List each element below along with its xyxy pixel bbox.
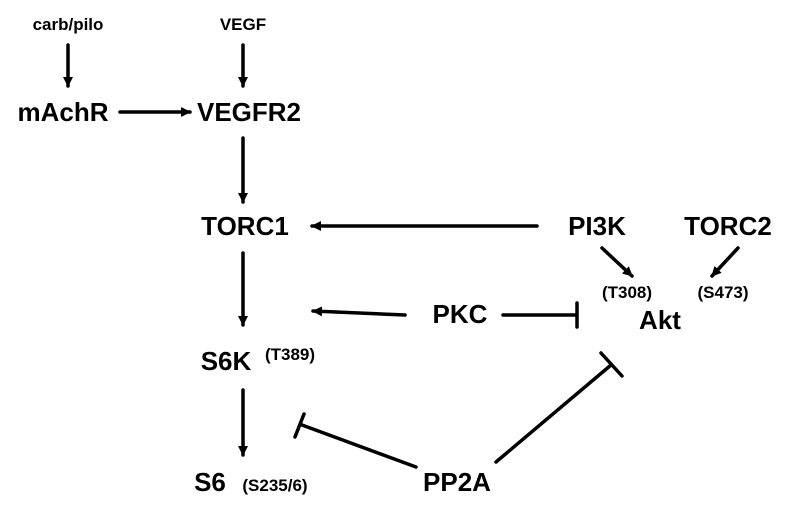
arrow-pkc-to-s6k (311, 306, 407, 317)
node-s6: S6 (194, 467, 226, 497)
node-vegfr2: VEGFR2 (197, 97, 301, 127)
node-pi3k: PI3K (568, 211, 626, 241)
site-s6k-t389: (T389) (265, 345, 315, 364)
site-akt-t308: (T308) (602, 283, 652, 302)
node-vegf: VEGF (220, 15, 266, 34)
arrow-pi3k-to-akt-t308 (600, 246, 634, 278)
node-pkc: PKC (433, 299, 488, 329)
node-pp2a: PP2A (423, 467, 491, 497)
inhibit-pp2a-to-akt-bar (599, 351, 624, 378)
inhibit-pp2a-to-s6k (300, 423, 418, 469)
node-machr: mAchR (17, 97, 108, 127)
site-akt-s473: (S473) (697, 283, 748, 302)
inhibit-pp2a-to-akt (494, 363, 613, 464)
inhibit-pp2a-to-s6k-bar (293, 412, 306, 439)
node-carb-pilo: carb/pilo (33, 15, 104, 34)
node-torc1: TORC1 (201, 211, 289, 241)
node-akt: Akt (639, 305, 681, 335)
arrow-torc2-to-akt-s473 (710, 246, 740, 278)
site-s6-s235: (S235/6) (242, 476, 307, 495)
node-s6k: S6K (201, 346, 252, 376)
node-torc2: TORC2 (684, 211, 772, 241)
